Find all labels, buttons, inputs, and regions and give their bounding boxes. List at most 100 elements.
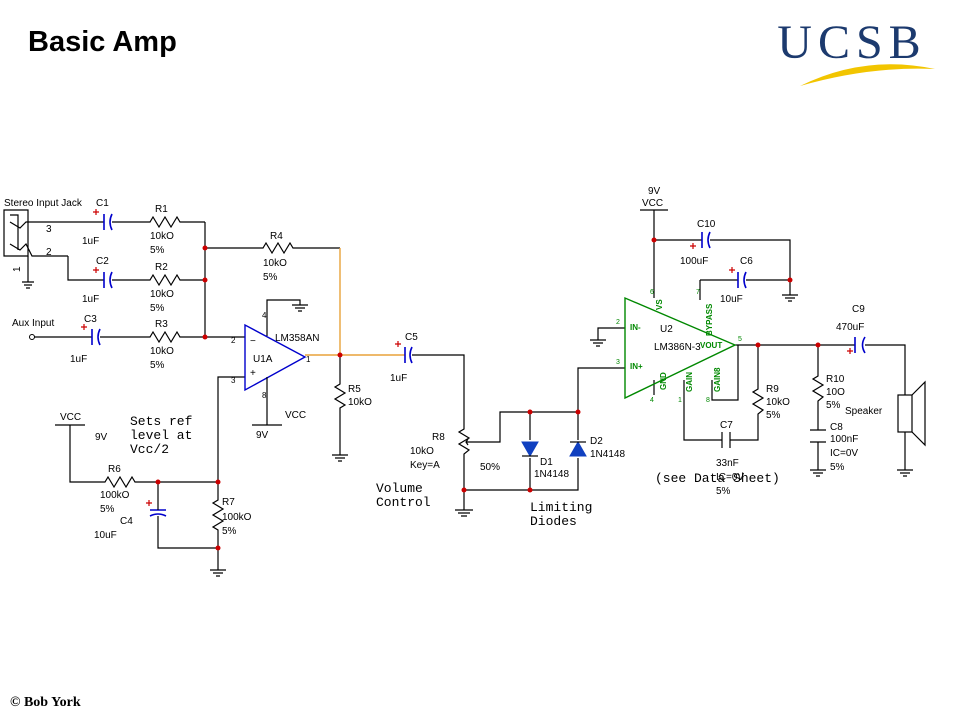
r3-label: R3 (155, 319, 168, 330)
r8-key: Key=A (410, 460, 440, 471)
u1-name-label: U1A (253, 354, 273, 365)
ref-note-line1: Sets ref (130, 414, 192, 429)
u2-vout: VOUT (700, 341, 722, 350)
jack-pin-2: 2 (46, 247, 52, 258)
c6-label: C6 (740, 256, 753, 267)
r2-value: 10kO (150, 289, 174, 300)
c7-ic: IC=0V (716, 472, 744, 483)
opamp-output-net (305, 248, 405, 356)
d2-symbol (569, 440, 587, 457)
r2-symbol (145, 273, 185, 287)
speaker-symbol (897, 380, 926, 447)
u2-in-minus: IN- (630, 323, 641, 332)
r2-label: R2 (155, 262, 168, 273)
r7-symbol (211, 495, 225, 535)
ucsb-logo: UCSB (777, 16, 935, 86)
d1-label: D1 (540, 457, 553, 468)
r2-tolerance: 5% (150, 303, 165, 314)
speaker-label: Speaker (845, 406, 883, 417)
jack-pin-1: 1 (12, 266, 23, 272)
r8-wiper (465, 438, 472, 446)
component-labels: Stereo Input Jack 3 2 1 Aux Input C1 1uF… (4, 186, 883, 541)
u1-9v-label: 9V (256, 430, 269, 441)
r6-symbol (100, 475, 140, 489)
opamp-u1: − + (244, 318, 307, 392)
c7-symbol (721, 432, 731, 448)
u1-pin-2: 2 (231, 336, 236, 345)
c2-symbol (93, 267, 113, 289)
c10-label: C10 (697, 219, 716, 230)
u1-pin-3: 3 (231, 376, 236, 385)
ref-note-line3: Vcc/2 (130, 442, 169, 457)
u2-pin-4: 4 (650, 397, 654, 404)
ref-note-line2: level at (130, 428, 192, 443)
c3-label: C3 (84, 314, 97, 325)
d1-value: 1N4148 (534, 469, 569, 480)
c7-label: C7 (720, 420, 733, 431)
r6-label: R6 (108, 464, 121, 475)
c9-label: C9 (852, 304, 865, 315)
r10-symbol (811, 372, 825, 408)
c4-label: C4 (120, 516, 133, 527)
r5-label: R5 (348, 384, 361, 395)
r6-tolerance: 5% (100, 504, 115, 515)
r4-value: 10kO (263, 258, 287, 269)
c8-symbol (810, 429, 826, 443)
u1-vcc-label: VCC (285, 410, 306, 421)
c1-symbol (93, 209, 113, 231)
junctions (155, 237, 821, 551)
c3-symbol (81, 324, 101, 346)
r1-label: R1 (155, 204, 168, 215)
svg-text:−: − (250, 336, 256, 347)
c8-label: C8 (830, 422, 843, 433)
r8-label: R8 (432, 432, 445, 443)
r4-label: R4 (270, 231, 283, 242)
r10-value: 10O (826, 387, 845, 398)
r5-value: 10kO (348, 397, 372, 408)
r9-symbol (751, 385, 765, 420)
aux-input-label: Aux Input (12, 318, 54, 329)
stereo-jack-label: Stereo Input Jack (4, 198, 83, 209)
u2-bypass: BYPASS (705, 303, 714, 336)
r10-label: R10 (826, 374, 845, 385)
c5-label: C5 (405, 332, 418, 343)
c4-value: 10uF (94, 530, 117, 541)
c4-symbol (146, 495, 167, 527)
svg-text:+: + (250, 368, 256, 379)
c9-symbol (847, 336, 866, 354)
r8-percent: 50% (480, 462, 500, 473)
u2-pin-2: 2 (616, 319, 620, 326)
u1-pin-1: 1 (306, 355, 311, 364)
volume-control-line1: Volume (376, 481, 423, 496)
slide-title: Basic Amp (28, 26, 177, 58)
c9-value: 470uF (836, 322, 864, 333)
r8-symbol (457, 425, 471, 460)
c5-value: 1uF (390, 373, 407, 384)
u2-part-label: LM386N-3 (654, 342, 701, 353)
r6-value: 100kO (100, 490, 130, 501)
r3-tolerance: 5% (150, 360, 165, 371)
u2-gnd: GND (659, 372, 668, 390)
u2-in-plus: IN+ (630, 362, 643, 371)
d2-label: D2 (590, 436, 603, 447)
limiting-diodes-line2: Diodes (530, 514, 577, 529)
c8-ic: IC=0V (830, 448, 858, 459)
diodes (521, 440, 587, 458)
ucsb-logo-swoosh (800, 64, 935, 86)
r9-label: R9 (766, 384, 779, 395)
vcc-left-voltage: 9V (95, 432, 108, 443)
c5-symbol (395, 341, 413, 364)
c10-symbol (690, 231, 711, 249)
u2-vs: VS (655, 299, 664, 310)
r7-label: R7 (222, 497, 235, 508)
u2-gain: GAIN (685, 372, 694, 392)
volume-control-line2: Control (376, 495, 431, 510)
r8-value: 10kO (410, 446, 434, 457)
c6-symbol (729, 267, 747, 289)
c8-value: 100nF (830, 434, 858, 445)
c1-value: 1uF (82, 236, 99, 247)
r1-value: 10kO (150, 231, 174, 242)
u1-pin-4: 4 (262, 311, 267, 320)
capacitors (81, 209, 866, 527)
